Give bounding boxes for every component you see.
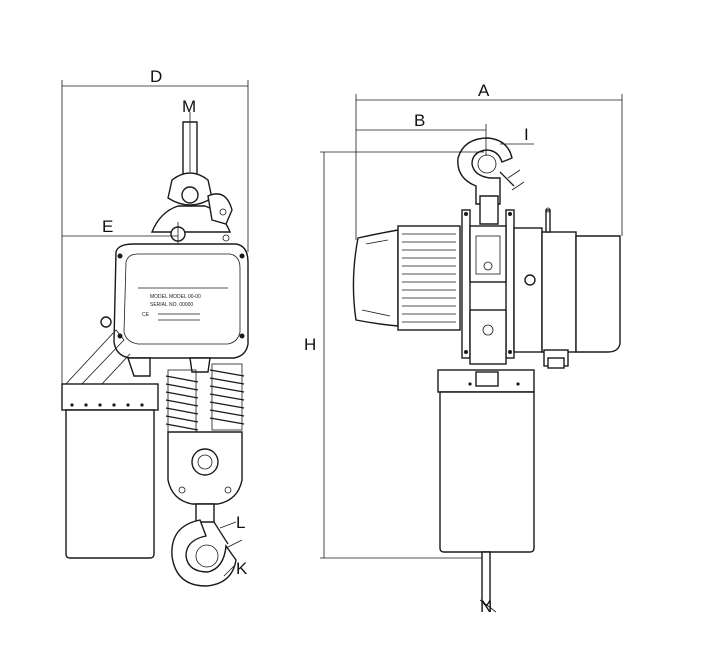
side-chain-bag — [437, 369, 535, 606]
dimension-label-i: I — [524, 125, 529, 144]
nameplate-ce-mark: CE — [142, 312, 150, 318]
bottom-hook-block — [167, 431, 243, 523]
front-view: MODEL MODEL 00-00 SERIAL NO. 00000 CE — [61, 80, 249, 587]
dimension-label-d: D — [150, 67, 162, 86]
dimension-label-h: H — [304, 335, 316, 354]
dimension-labels: D M E L K A B I H N — [102, 67, 529, 616]
chain-springs — [165, 363, 245, 433]
front-chain-bag — [61, 329, 159, 559]
dimension-label-a: A — [478, 81, 490, 100]
nameplate-line-2: SERIAL NO. 00000 — [150, 302, 193, 308]
dimension-label-b: B — [414, 111, 425, 130]
side-top-hook — [457, 137, 525, 225]
dimension-label-m: M — [182, 97, 196, 116]
front-top-bracket — [150, 193, 233, 248]
dimension-label-l: L — [236, 513, 245, 532]
side-gearbox — [513, 207, 621, 369]
top-suspension-hook — [167, 121, 213, 206]
bottom-hook — [171, 519, 243, 587]
dimension-label-e: E — [102, 217, 113, 236]
dimension-label-k: K — [236, 559, 248, 578]
nameplate-line-1: MODEL MODEL 00-00 — [150, 294, 201, 300]
dimension-label-n: N — [480, 597, 492, 616]
side-motor-housing — [352, 209, 515, 359]
side-center-frame — [469, 225, 507, 365]
side-view — [320, 94, 623, 613]
front-main-housing: MODEL MODEL 00-00 SERIAL NO. 00000 CE — [100, 243, 249, 377]
